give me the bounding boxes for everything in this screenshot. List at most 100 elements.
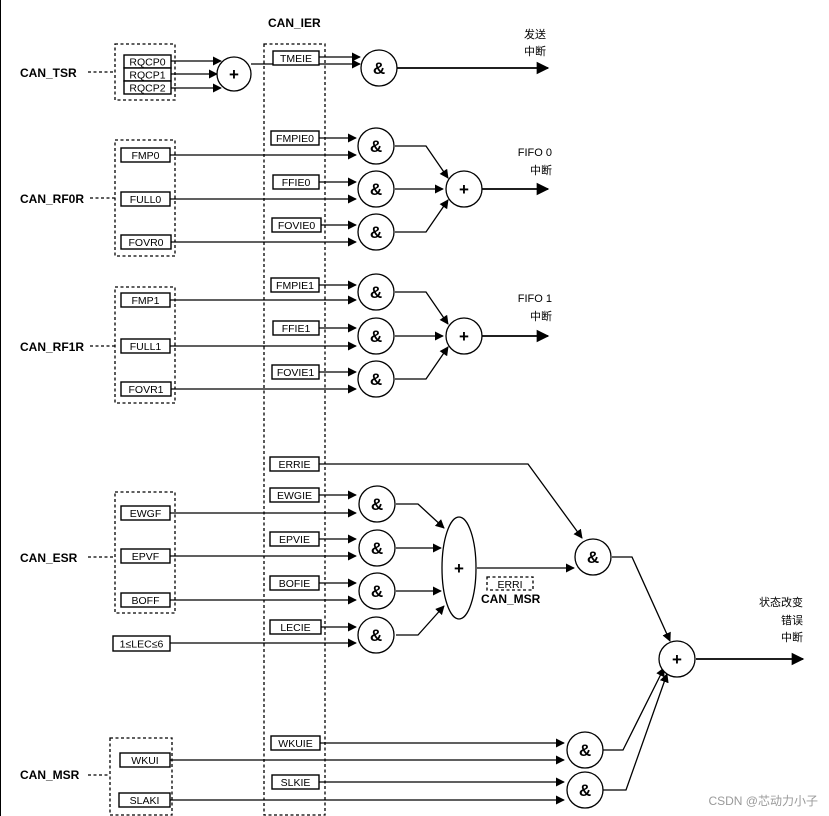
wkuie-box	[270, 735, 321, 751]
esr-register-label: CAN_ESR	[20, 551, 78, 565]
rf1r-register-label: CAN_RF1R	[20, 340, 84, 354]
sce-interrupt-label-1: 状态改变	[759, 595, 803, 609]
ier-register-group	[263, 43, 326, 816]
sleep-and-symbol: &	[579, 781, 591, 800]
fifo0-or-symbol: +	[459, 180, 469, 199]
wire-error-and-to-final-or	[612, 556, 671, 642]
fovie1-label: FOVIE1	[277, 367, 315, 379]
ewgf-box	[120, 505, 171, 521]
errie-box	[269, 456, 320, 472]
msr-inner-register-label: CAN_MSR	[481, 592, 541, 606]
ffie0-label: FFIE0	[282, 177, 311, 189]
fmpie1-box	[270, 277, 320, 293]
sce-or-gate	[658, 640, 696, 678]
erri-label: ERRI	[497, 579, 522, 591]
errie-label: ERRIE	[278, 459, 310, 471]
ier-register-label: CAN_IER	[268, 16, 321, 30]
fovr0-label: FOVR0	[128, 237, 163, 249]
esr-flag-group	[114, 491, 176, 614]
fovr1-box	[120, 381, 172, 397]
slkie-box	[271, 774, 320, 790]
fifo1-interrupt-label-1: FIFO 1	[518, 293, 552, 305]
full1-and-symbol: &	[370, 327, 382, 346]
wire-esr-and4-or	[396, 605, 445, 636]
fovr1-and-gate	[357, 360, 395, 398]
wkui-box	[119, 752, 171, 768]
fovr0-and-gate	[357, 213, 395, 251]
tmeie-label: TMEIE	[280, 53, 312, 65]
lecie-box	[269, 619, 322, 635]
fifo1-or-symbol: +	[459, 327, 469, 346]
ffie0-box	[272, 174, 320, 190]
boff-box	[120, 592, 171, 608]
tx-and-gate	[360, 49, 398, 87]
lec-label: 1≤LEC≤6	[120, 639, 164, 651]
fmpie0-label: FMPIE0	[276, 133, 314, 145]
epvf-box	[120, 548, 171, 564]
wire-rf1-and1-or	[395, 291, 449, 325]
fovr0-box	[120, 234, 172, 250]
esr-or-gate	[441, 516, 477, 620]
wire-errie	[319, 463, 583, 539]
fovie0-label: FOVIE0	[278, 220, 316, 232]
full0-label: FULL0	[130, 194, 162, 206]
fifo0-or-gate	[445, 170, 483, 208]
fmp0-and-gate	[357, 127, 395, 165]
boff-label: BOFF	[132, 595, 160, 607]
full0-box	[120, 191, 171, 207]
fmp0-and-symbol: &	[370, 137, 382, 156]
sce-interrupt-label-2: 错误	[781, 613, 803, 627]
epvie-label: EPVIE	[279, 534, 310, 546]
sce-interrupt-label-3: 中断	[781, 630, 803, 644]
error-and-gate	[574, 538, 612, 576]
fifo1-or-gate	[445, 317, 483, 355]
slkie-label: SLKIE	[281, 777, 311, 789]
lecie-label: LECIE	[280, 622, 310, 634]
wire-esr-and1-or	[396, 503, 445, 529]
epvie-box	[269, 531, 320, 547]
wire-rf0-and1-or	[395, 145, 449, 179]
sleep-and-gate	[566, 771, 604, 809]
fmp0-label: FMP0	[131, 150, 159, 162]
full1-and-gate	[357, 317, 395, 355]
fifo0-interrupt-label-2: 中断	[530, 163, 552, 177]
fovie0-box	[271, 217, 322, 233]
full0-and-gate	[357, 170, 395, 208]
wire-rf0-and3-or	[395, 199, 449, 233]
msr-register-label: CAN_MSR	[20, 768, 80, 782]
ewgie-label: EWGIE	[277, 490, 312, 502]
wire-rf1-and3-or	[395, 346, 449, 380]
fovr0-and-symbol: &	[370, 223, 382, 242]
wakeup-and-gate	[566, 731, 604, 769]
esr-or-symbol: +	[454, 559, 464, 578]
rqcp2-label: RQCP2	[129, 83, 165, 95]
tx-interrupt-label-2: 中断	[524, 44, 546, 58]
fmp1-and-symbol: &	[370, 283, 382, 302]
ffie1-box	[272, 320, 320, 336]
epv-and-gate	[358, 529, 396, 567]
tsr-register-label: CAN_TSR	[20, 66, 77, 80]
fovr1-and-symbol: &	[370, 370, 382, 389]
epvf-label: EPVF	[132, 551, 159, 563]
fmp1-label: FMP1	[131, 295, 159, 307]
ewg-and-symbol: &	[371, 495, 383, 514]
fmpie1-label: FMPIE1	[276, 280, 314, 292]
bofie-label: BOFIE	[279, 578, 311, 590]
rf0r-register-label: CAN_RF0R	[20, 192, 84, 206]
sce-or-symbol: +	[672, 650, 682, 669]
tmeie-box	[272, 50, 320, 66]
full0-and-symbol: &	[370, 180, 382, 199]
tsr-or-symbol: +	[229, 65, 239, 84]
error-and-symbol: &	[587, 548, 599, 567]
bofie-box	[269, 575, 320, 591]
msr-flag-group	[109, 737, 173, 816]
wkuie-label: WKUIE	[278, 738, 312, 750]
full1-label: FULL1	[130, 341, 162, 353]
slaki-box	[118, 792, 171, 808]
rf1r-flag-group	[114, 286, 176, 404]
ewg-and-gate	[358, 485, 396, 523]
ffie1-label: FFIE1	[282, 323, 311, 335]
bof-and-symbol: &	[371, 582, 383, 601]
full1-box	[120, 338, 171, 354]
